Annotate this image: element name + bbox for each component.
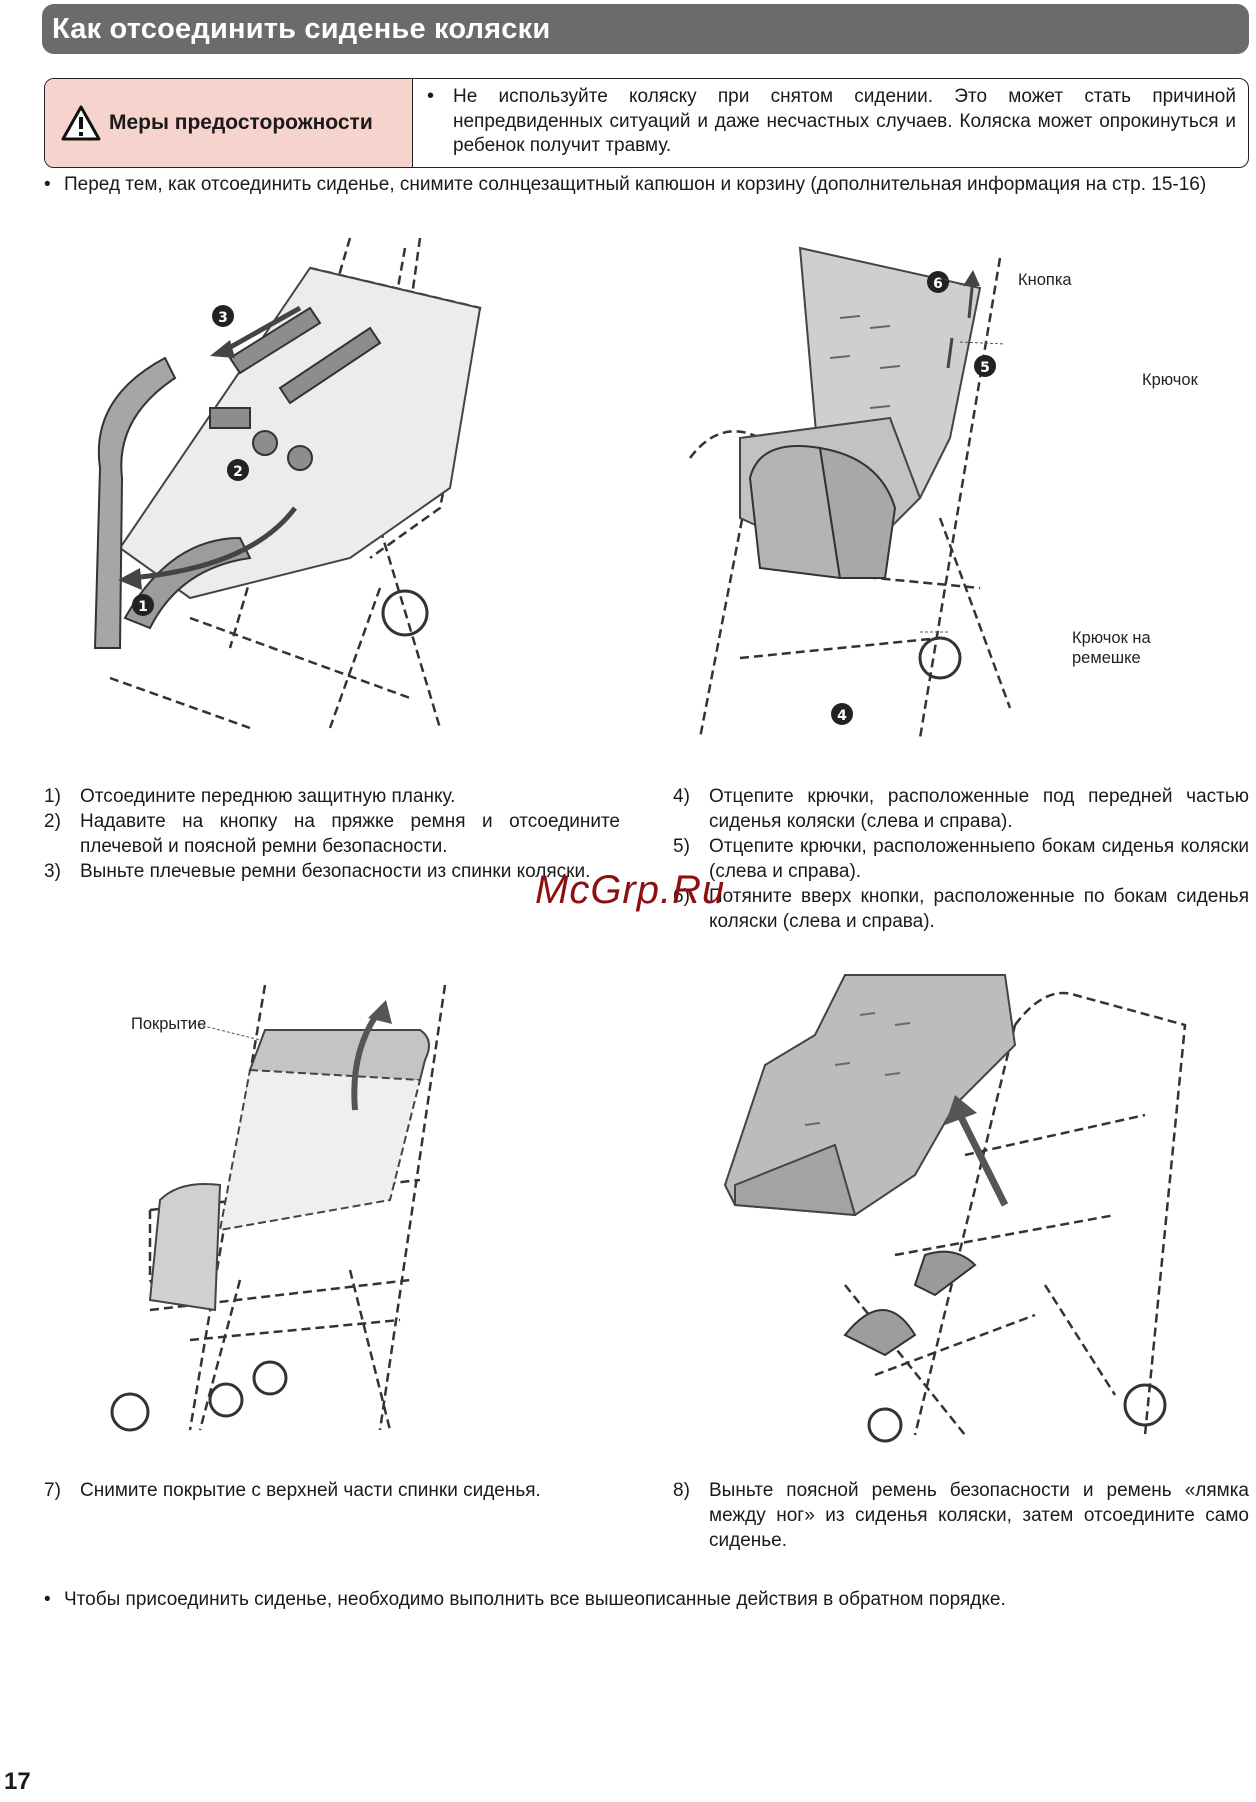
step-5: 5) Отцепите крючки, расположенныепо бока… [673,834,1249,884]
section-title-bar: Как отсоединить сиденье коляски [42,4,1249,54]
page-title: Как отсоединить сиденье коляски [52,13,551,45]
step-5-text: Отцепите крючки, расположенныепо бокам с… [709,836,1249,882]
figure-steps-1-3: 1 2 3 [50,228,590,748]
step-2-number: 2) [44,811,61,832]
caution-bullet: • [427,85,435,107]
marker-2: 2 [233,464,243,480]
step-4: 4) Отцепите крючки, расположенные под пе… [673,784,1249,834]
stroller-illustration-seat-hooks: 6 5 4 [689,246,1012,739]
step-7-text: Снимите покрытие с верхней части спинки … [80,1480,541,1501]
marker-3: 3 [218,310,228,326]
note-bottom: • Чтобы присоединить сиденье, необходимо… [44,1587,1249,1612]
step-7-number: 7) [44,1480,61,1501]
label-strap-hook: Крючок на ремешке [1072,629,1151,667]
note-top: • Перед тем, как отсоединить сиденье, сн… [44,172,1249,197]
note-top-text: Перед тем, как отсоединить сиденье, сним… [64,174,1207,195]
note-top-bullet: • [44,174,51,195]
caution-content: • Не используйте коляску при снятом сиде… [413,79,1248,167]
step-3: 3) Выньте плечевые ремни безопасности из… [44,859,620,884]
step-6-number: 6) [673,886,690,907]
marker-1: 1 [138,599,148,615]
steps-left-bottom: 7) Снимите покрытие с верхней части спин… [44,1478,620,1503]
stroller-illustration-front-bar: 1 2 3 [93,237,482,730]
caution-box: Меры предосторожности • Не используйте к… [44,78,1249,168]
stroller-illustration-cover [110,984,447,1432]
label-cover: Покрытие [131,1015,207,1033]
stroller-illustration-seat-removal [723,974,1187,1443]
marker-6: 6 [933,276,943,292]
step-2: 2) Надавите на кнопку на пряжке ремня и … [44,809,620,859]
step-3-text: Выньте плечевые ремни безопасности из сп… [80,861,591,882]
step-7: 7) Снимите покрытие с верхней части спин… [44,1478,620,1503]
step-6: 6) Потяните вверх кнопки, расположенные … [673,884,1249,934]
page-number: 17 [4,1768,31,1795]
steps-right: 4) Отцепите крючки, расположенные под пе… [673,784,1249,934]
watermark: McGrp.Ru [535,868,726,912]
marker-4: 4 [837,708,847,724]
step-8-text: Выньте поясной ремень безопасности и рем… [709,1480,1249,1551]
step-4-text: Отцепите крючки, расположенные под перед… [709,786,1249,832]
label-button: Кнопка [1018,271,1072,289]
note-bottom-text: Чтобы присоединить сиденье, необходимо в… [64,1589,1006,1610]
warning-triangle-icon [61,105,101,141]
caution-label-panel: Меры предосторожности [45,79,413,167]
steps-left: 1) Отсоедините переднюю защитную планку.… [44,784,620,884]
step-3-number: 3) [44,861,61,882]
figure-step-7 [90,980,560,1440]
caution-text: Не используйте коляску при снятом сидени… [453,86,1236,156]
label-hook: Крючок [1142,371,1198,389]
step-6-text: Потяните вверх кнопки, расположенные по … [709,886,1249,932]
step-1-number: 1) [44,786,61,807]
step-8: 8) Выньте поясной ремень безопасности и … [673,1478,1249,1553]
step-8-number: 8) [673,1480,690,1501]
figure-step-8 [715,955,1195,1455]
step-4-number: 4) [673,786,690,807]
steps-right-bottom: 8) Выньте поясной ремень безопасности и … [673,1478,1249,1553]
note-bottom-bullet: • [44,1589,51,1610]
step-1: 1) Отсоедините переднюю защитную планку. [44,784,620,809]
step-1-text: Отсоедините переднюю защитную планку. [80,786,456,807]
step-2-text: Надавите на кнопку на пряжке ремня и отс… [80,811,620,857]
figure-steps-4-6: 6 5 4 [680,238,1100,748]
marker-5: 5 [980,360,990,376]
caution-label: Меры предосторожности [109,111,373,134]
step-5-number: 5) [673,836,690,857]
